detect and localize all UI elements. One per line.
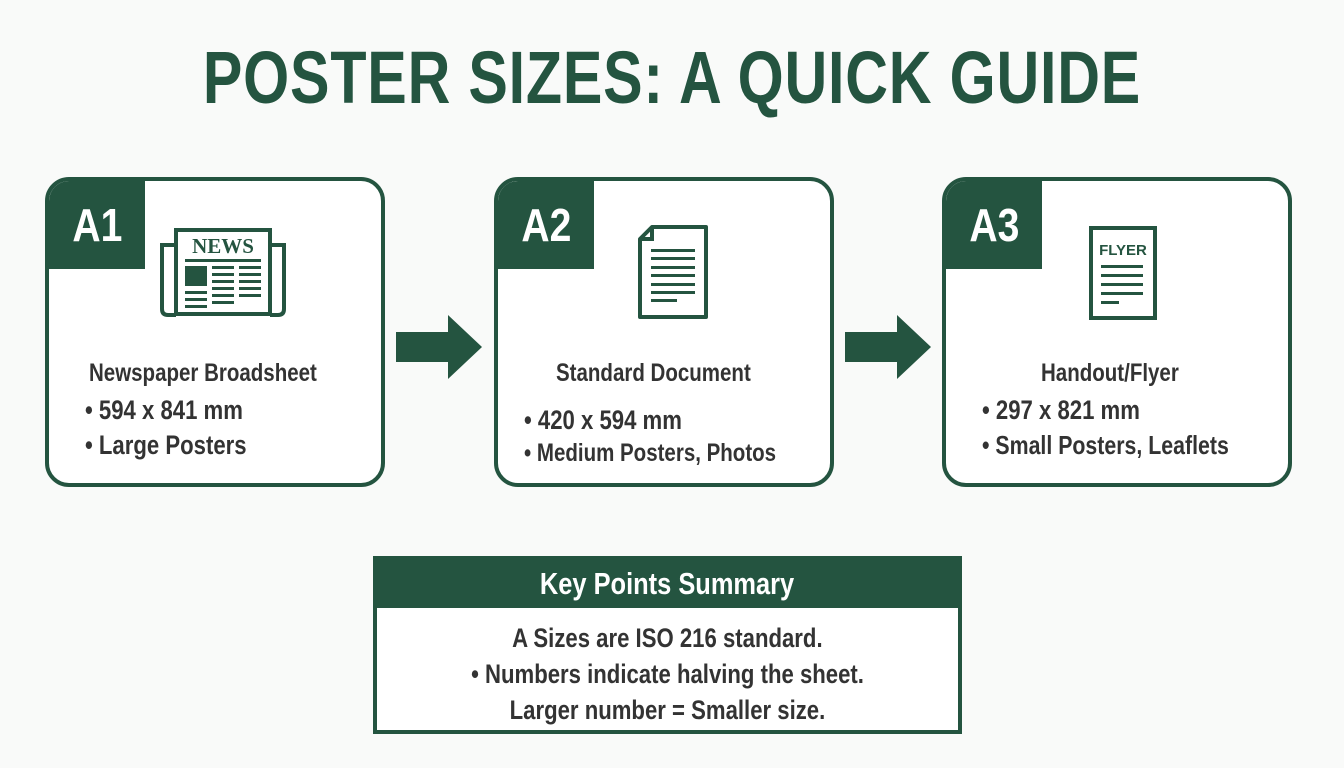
key-points-summary: Key Points Summary A Sizes are ISO 216 s… bbox=[373, 556, 962, 734]
card-bullet: • Medium Posters, Photos bbox=[524, 439, 777, 467]
summary-line: Larger number = Smaller size. bbox=[509, 695, 826, 725]
size-badge: A3 bbox=[946, 181, 1042, 269]
arrow-right-icon bbox=[396, 315, 482, 379]
card-heading: Handout/Flyer bbox=[1041, 359, 1179, 387]
card-bullet: • 594 x 841 mm bbox=[85, 395, 243, 425]
summary-body: A Sizes are ISO 216 standard. • Numbers … bbox=[377, 620, 958, 728]
size-badge: A1 bbox=[49, 181, 145, 269]
card-a3: A3 FLYER Handout/Flyer • 297 x 821 mm • … bbox=[942, 177, 1292, 487]
size-badge: A2 bbox=[498, 181, 594, 269]
summary-title: Key Points Summary bbox=[377, 560, 958, 608]
arrow-right-icon bbox=[845, 315, 931, 379]
svg-text:FLYER: FLYER bbox=[1099, 242, 1147, 259]
card-heading: Newspaper Broadsheet bbox=[89, 359, 317, 387]
page-title: POSTER SIZES: A QUICK GUIDE bbox=[202, 36, 1142, 119]
card-bullet: • Small Posters, Leaflets bbox=[982, 430, 1229, 460]
svg-text:NEWS: NEWS bbox=[192, 234, 254, 258]
flyer-icon: FLYER bbox=[1089, 226, 1157, 320]
card-a1: A1 NEWS Newspaper Broadsheet • 594 x 841… bbox=[45, 177, 385, 487]
card-bullet: • 420 x 594 mm bbox=[524, 405, 682, 435]
document-icon bbox=[638, 225, 708, 319]
newspaper-icon: NEWS bbox=[160, 228, 286, 317]
card-bullet: • 297 x 821 mm bbox=[982, 395, 1140, 425]
card-heading: Standard Document bbox=[556, 359, 751, 387]
card-bullet: • Large Posters bbox=[85, 430, 247, 460]
summary-line: • Numbers indicate halving the sheet. bbox=[471, 659, 864, 689]
summary-line: A Sizes are ISO 216 standard. bbox=[512, 623, 823, 653]
card-a2: A2 Standard Document • 420 x 594 mm • Me… bbox=[494, 177, 834, 487]
